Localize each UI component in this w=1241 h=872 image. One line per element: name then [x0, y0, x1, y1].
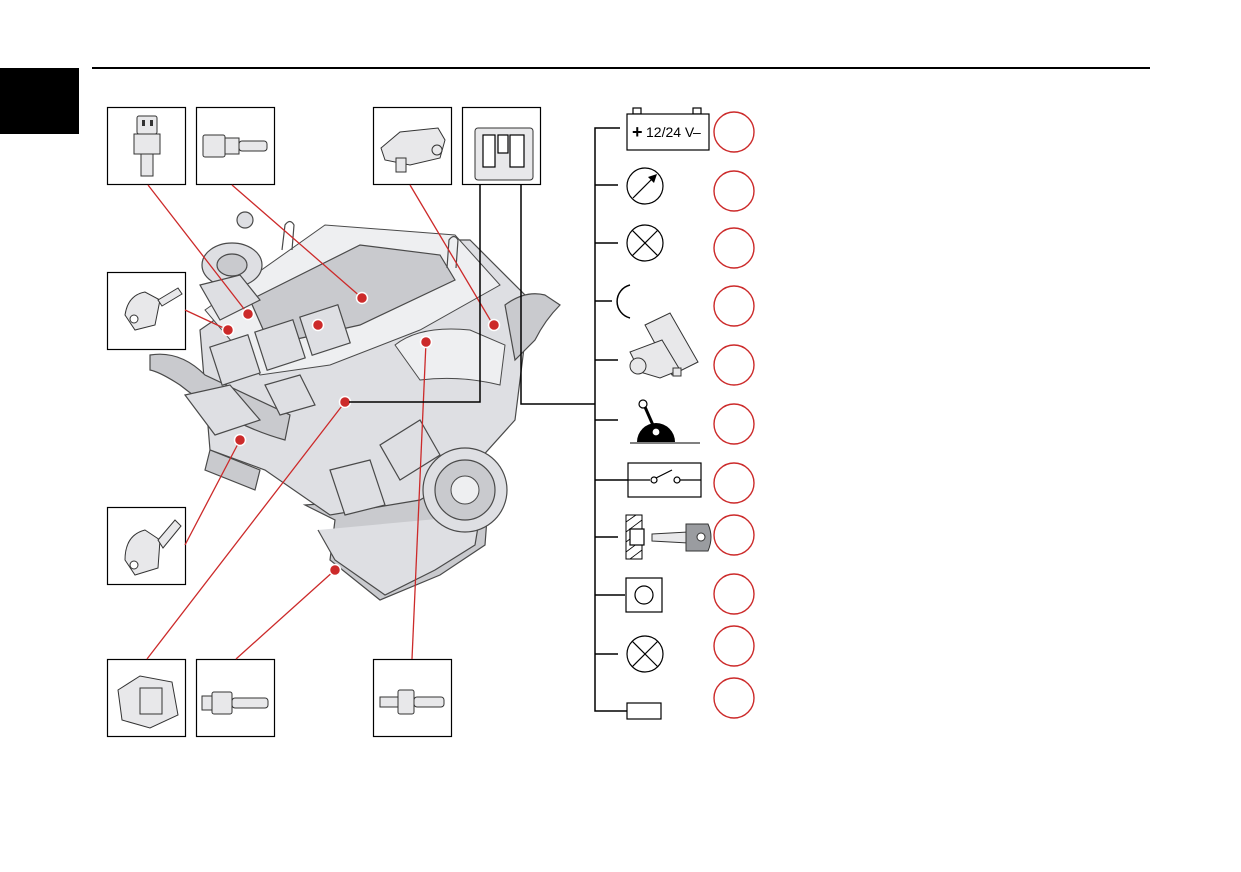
callout-ring-8 — [713, 514, 755, 556]
battery-voltage-label: 12/24 V — [646, 124, 695, 140]
callout-ring-1 — [713, 111, 755, 153]
sensor-box-actuator — [106, 658, 187, 738]
injection-housing-1 — [209, 334, 261, 386]
sensor-box-oil-pressure — [372, 658, 453, 738]
switch-symbol — [627, 462, 702, 498]
callout-ring-2 — [713, 170, 755, 212]
header-rule — [92, 67, 1150, 69]
chapter-tab — [0, 68, 79, 134]
charge-air-pipe — [504, 293, 561, 362]
callout-ring-4 — [713, 285, 755, 327]
callout-ring-3 — [713, 227, 755, 269]
battery-plus: + — [632, 122, 643, 142]
leader-lines — [146, 184, 493, 660]
indicator-lamp-symbol — [626, 635, 664, 673]
sensor-box-crank-speed — [106, 506, 187, 586]
sensor-box-boost-pressure — [372, 106, 453, 186]
turbo-housing — [199, 274, 261, 321]
sensor-box-switch — [106, 106, 187, 186]
engine-illustration — [149, 211, 561, 601]
accelerator-pedal-symbol — [629, 312, 699, 379]
signal-bus — [594, 127, 628, 712]
callout-ring-10 — [713, 625, 755, 667]
warning-lamp-symbol — [626, 224, 664, 262]
ecu-harness-lines — [349, 185, 595, 405]
callout-ring-9 — [713, 573, 755, 615]
battery-symbol: + 12/24 V – — [626, 107, 710, 151]
sensor-box-speed — [106, 271, 187, 351]
oil-pan-lower — [317, 514, 481, 596]
callout-ring-11 — [713, 677, 755, 719]
sensor-box-temperature — [195, 106, 276, 186]
push-button-symbol — [625, 577, 663, 613]
diagnostic-connector-symbol — [626, 702, 662, 720]
callout-ring-7 — [713, 462, 755, 504]
ignition-key-symbol — [625, 514, 712, 560]
sensor-box-ecu — [461, 106, 542, 186]
callout-ring-5 — [713, 344, 755, 386]
callout-ring-6 — [713, 403, 755, 445]
connector-symbol — [616, 284, 631, 319]
injection-housing-2 — [254, 319, 306, 371]
gauge-symbol — [626, 167, 664, 205]
injection-housing-3 — [299, 304, 351, 356]
sensor-location-dots — [221, 291, 501, 577]
sensor-box-oil-level — [195, 658, 276, 738]
battery-minus: – — [693, 124, 701, 140]
callout-rings — [713, 111, 755, 719]
hand-throttle-symbol — [630, 399, 700, 444]
